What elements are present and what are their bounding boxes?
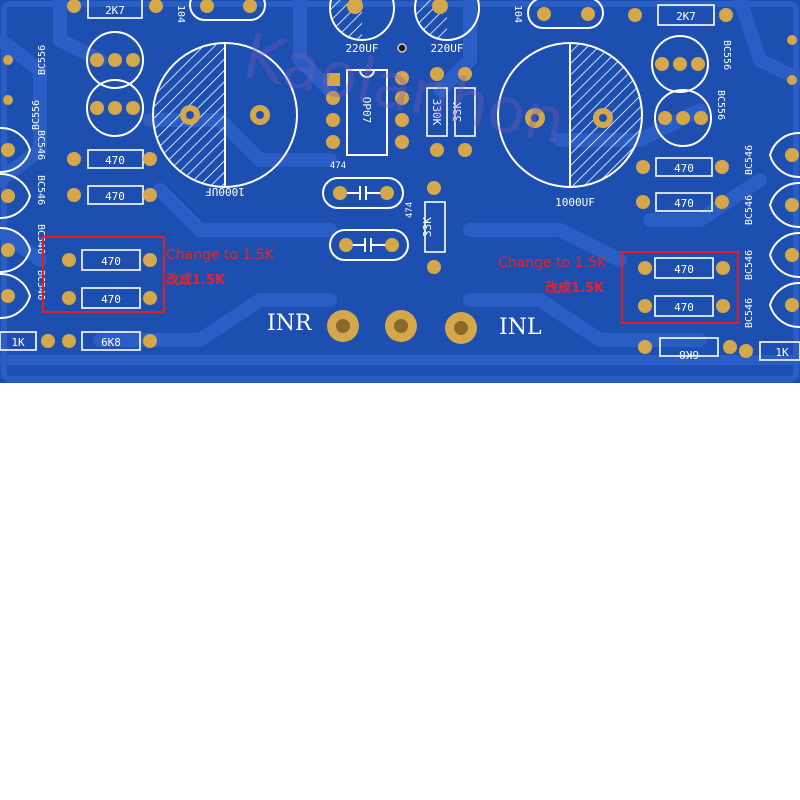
label-220uf-right: 220UF [430, 42, 463, 55]
label-1k-left: 1K [11, 336, 25, 349]
big-capacitor-left [152, 42, 298, 188]
annotation-right-cn: 改成1.5K [545, 281, 605, 296]
top-partial-caps [189, 0, 604, 29]
label-bc546-right-b: BC546 [744, 195, 755, 225]
annotation-left-en: Change to 1.5K [166, 247, 275, 263]
film-caps [322, 177, 409, 261]
label-1000uf-left: 1000UF [205, 185, 245, 198]
small-capacitor-right [414, 0, 480, 41]
label-bc556-left-a: BC556 [37, 45, 48, 75]
label-470-left-2: 470 [105, 190, 125, 203]
label-bc556-right-a: BC556 [721, 40, 732, 70]
pcb-board: 2K7 104 104 2K7 1000UF 1000UF 220UF 220U… [0, 0, 800, 383]
label-33k-mid: 33K [421, 217, 434, 237]
label-1k-right: 1K [775, 346, 789, 359]
pcb-artwork: 2K7 104 104 2K7 1000UF 1000UF 220UF 220U… [0, 0, 800, 382]
label-bc556-left-b: BC556 [31, 100, 42, 130]
label-220uf-left: 220UF [345, 42, 378, 55]
vertical-resistors [424, 67, 476, 274]
resistor-pads [41, 0, 753, 358]
label-470-right-3: 470 [674, 263, 694, 276]
label-104-left: 104 [175, 5, 186, 23]
annotation-left-cn: 改成1.5K [166, 273, 226, 288]
label-bc556-right-b: BC556 [715, 90, 726, 120]
label-bc546-right-c: BC546 [744, 250, 755, 280]
input-jacks [327, 310, 477, 344]
label-470-left-1: 470 [105, 154, 125, 167]
highlight-box-left [42, 236, 165, 313]
label-470-left-3: 470 [101, 255, 121, 268]
jack-label-inr: INR [267, 311, 312, 336]
label-6k8-right: 6K8 [679, 348, 699, 361]
label-6k8-left: 6K8 [101, 336, 121, 349]
label-470-right-1: 470 [674, 162, 694, 175]
annotation-right-en: Change to 1.5K [498, 255, 607, 271]
label-470-right-2: 470 [674, 197, 694, 210]
label-470-left-4: 470 [101, 293, 121, 306]
label-2k7-right: 2K7 [676, 10, 696, 23]
label-33k-top: 33K [451, 102, 464, 122]
label-bc546-right-d: BC546 [744, 298, 755, 328]
opamp-chip [326, 69, 409, 156]
blank-background [0, 383, 800, 800]
label-bc546-left-c: BC546 [35, 224, 46, 254]
label-bc546-right-a: BC546 [744, 145, 755, 175]
transistors-left [0, 31, 144, 320]
film-cap-pads [333, 186, 399, 252]
label-474-a: 474 [330, 161, 346, 171]
label-bc546-left-d: BC546 [35, 270, 46, 300]
label-bc546-left-a: BC546 [35, 130, 46, 160]
via-hole [397, 43, 407, 53]
resistor-bodies [0, 0, 800, 361]
highlight-box-right [621, 251, 739, 324]
silkscreen-labels: 2K7 104 104 2K7 1000UF 1000UF 220UF 220U… [11, 4, 789, 361]
transistors-right [651, 35, 800, 329]
label-1000uf-right: 1000UF [555, 196, 595, 209]
big-capacitor-right [497, 42, 643, 188]
label-2k7-left: 2K7 [105, 4, 125, 17]
label-bc546-left-b: BC546 [35, 175, 46, 205]
label-op07: OP07 [360, 97, 373, 124]
jack-label-inl: INL [499, 315, 542, 340]
top-partial-cap-pads [200, 0, 595, 21]
label-470-right-4: 470 [674, 301, 694, 314]
label-104-right: 104 [512, 5, 523, 23]
label-330k: 330K [430, 99, 443, 126]
label-474-b: 474 [405, 202, 415, 218]
small-capacitor-left [329, 0, 395, 41]
